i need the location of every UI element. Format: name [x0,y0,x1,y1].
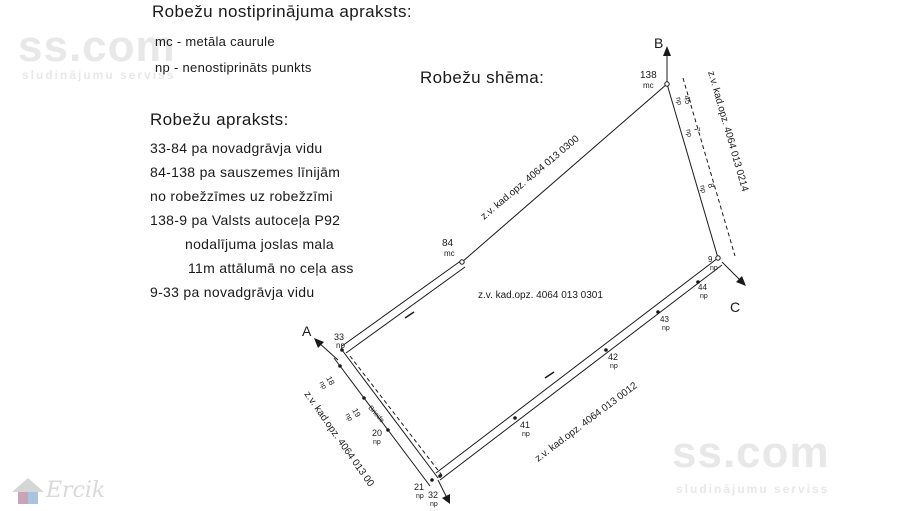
corner-a-label: A [302,323,312,339]
point-type-32: np [430,501,438,508]
point-41 [513,416,517,420]
point-type-8: np [698,185,706,194]
scheme-title: Robežu shēma: [420,68,545,87]
neighbor-label-0214: z.v. kad.opz. 4064 013 0214 [705,70,750,194]
description-title: Robežu apraksts: [150,110,289,129]
point-label-138: 138 [640,70,657,81]
point-label-41: 41 [520,420,530,430]
point-label-8: 8 [706,183,716,190]
point-84 [459,259,465,265]
arrow-bottom-icon [442,494,450,504]
point-type-43: np [662,325,670,332]
arrow-a-line [317,341,339,361]
point-type-7: np [684,129,692,138]
point-label-21: 21 [414,482,424,492]
point-label-33: 33 [334,332,344,342]
ditch-line-9-32-a [435,257,719,474]
watermark-logo: Ercik [10,470,120,506]
point-label-84: 84 [442,238,454,249]
point-type-20: np [373,439,381,446]
ditch-line-left-a [341,349,439,479]
point-type-138: mc [643,81,654,90]
boundary-line-138-9 [666,83,719,259]
point-label-42: 42 [608,352,618,362]
logo-squares-icon [18,492,38,504]
point-type-21: np [416,493,424,500]
description-line-4: 138-9 pa Valsts autoceļa P92 [150,212,341,228]
point-type-19: np [344,412,354,422]
point-type-45: np [674,97,682,106]
point-type-84: mc [444,249,455,258]
neighbor-label-0012: z.v. kad.opz. 4064 013 0012 [533,380,640,464]
point-138 [664,81,670,87]
point-9 [715,255,721,261]
description-line-6: 11m attālumā no ceļa ass [188,260,354,276]
arrow-b-icon [663,46,671,56]
description-line-5: nodalījuma joslas mala [185,236,335,252]
point-label-9: 9 [708,255,713,264]
point-label-45: 45 [682,95,693,106]
point-19 [362,396,366,400]
point-33 [340,348,344,352]
arrow-a-icon [314,338,324,348]
corner-b-label: B [654,35,663,51]
ditch-line-9-32-b [439,264,723,481]
house-icon [12,478,44,492]
point-label-44: 44 [698,283,707,292]
ditch-line-33-84-b [345,266,466,354]
ditch-line-33-84-a [341,259,463,347]
ditch-line-left-b [333,357,431,487]
point-type-44: np [700,293,708,300]
flow-mark-1 [404,311,415,319]
point-42 [604,348,608,352]
point-18 [338,364,342,368]
point-label-20: 20 [372,428,382,438]
logo-text: Ercik [46,478,106,503]
arrow-c-line [721,261,743,283]
description-line-2: 84-138 pa sauszemes līnijām [150,164,341,180]
point-label-7: 7 [692,127,702,134]
legend-item-mc: mc - metāla caurule [155,34,275,49]
corner-c-label: C [730,299,740,315]
description-line-3: no robežzīmes uz robežzīmi [150,188,333,204]
description-line-7: 9-33 pa novadgrāvja vidu [150,284,315,300]
watermark-tagline: sludinājumu serviss [22,68,176,82]
watermark-site-bottom: ss.com [672,428,830,477]
point-32 [438,474,442,478]
point-43 [656,310,660,314]
flow-mark-2 [544,371,555,379]
point-type-33: np [336,341,345,350]
road-edge-dashed [682,77,736,257]
watermark-tagline-bottom: sludinājumu serviss [676,482,830,496]
point-label-43: 43 [660,315,669,324]
boundary-line-84-138 [461,83,668,263]
point-20 [386,428,390,432]
legend-item-np: np - nenostiprināts punkts [155,60,312,75]
legend-title: Robežu nostiprinājuma apraksts: [152,2,412,21]
neighbor-label-left: z.v. kad.opz. 4064 013 00 [302,389,377,489]
point-label-32: 32 [428,490,438,500]
arrow-c-icon [736,276,746,286]
road-label: Briede [367,405,386,425]
point-type-42: np [610,363,618,370]
neighbor-label-0300: z.v. kad.opz. 4064 013 0300 [479,133,582,222]
road-line-dashed [349,355,445,479]
point-type-41: np [522,431,530,438]
point-44 [696,280,700,284]
point-type-9: np [710,265,718,272]
point-21 [430,478,434,482]
point-type-18: np [318,380,328,390]
description-line-1: 33-84 pa novadgrāvja vidu [150,140,323,156]
watermark-site: ss.com [18,22,176,71]
parcel-label: z.v. kad.opz. 4064 013 0301 [478,290,603,301]
